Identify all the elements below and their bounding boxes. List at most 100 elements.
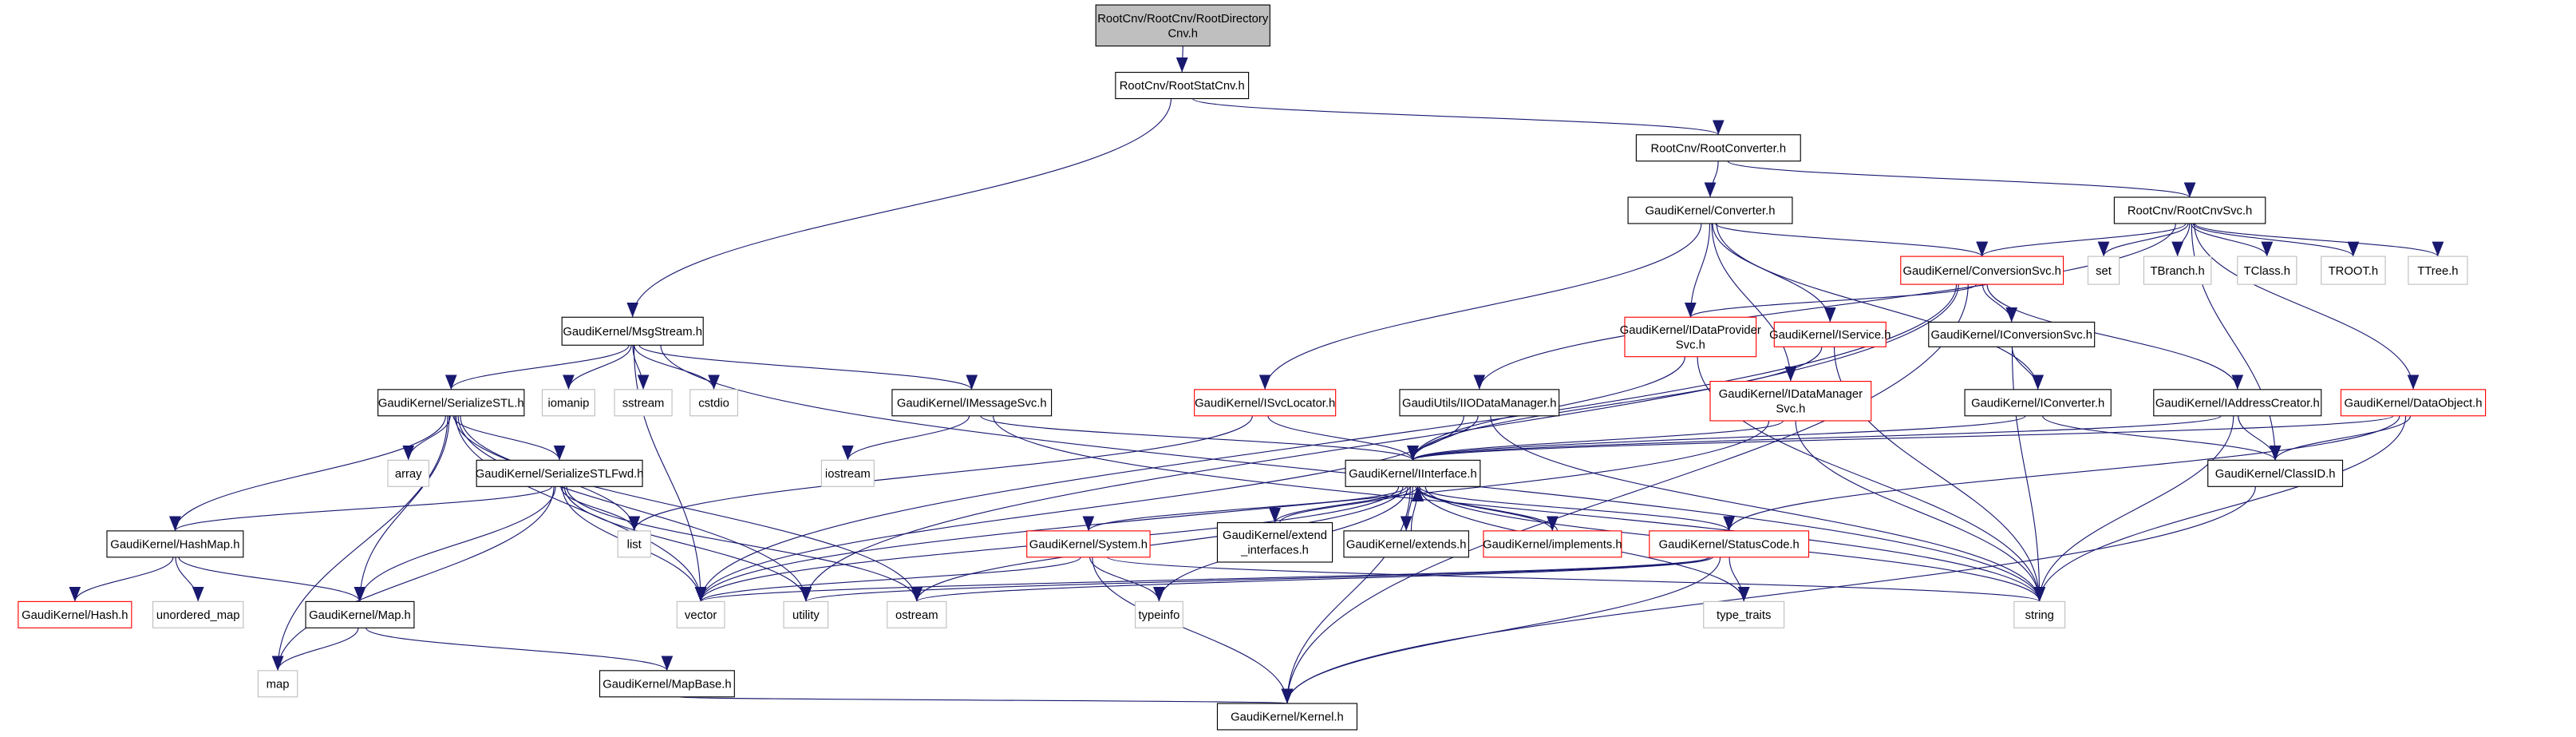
node-label: typeinfo [1138, 609, 1179, 622]
node-tbranch[interactable]: TBranch.h [2143, 256, 2212, 285]
edge-idatamgr-to-vector [694, 420, 1770, 602]
node-iiodm[interactable]: GaudiUtils/IIODataManager.h [1399, 389, 1560, 417]
node-rootcnvsvc[interactable]: RootCnv/RootCnvSvc.h [2113, 196, 2266, 224]
node-ostream[interactable]: ostream [887, 600, 947, 628]
edge-serializestl-to-utility [457, 415, 812, 602]
edge-iinterface-to-kernel [1281, 486, 1411, 704]
node-box [377, 389, 525, 417]
node-vector[interactable]: vector [676, 600, 725, 628]
node-box [257, 670, 298, 698]
edge-serializestl-to-ostream [460, 415, 923, 602]
node-sstream[interactable]: sstream [614, 389, 673, 417]
node-type_traits[interactable]: type_traits [1703, 600, 1785, 628]
node-box [1194, 389, 1337, 417]
edge-serializefwd-to-utility [563, 486, 812, 602]
node-array[interactable]: array [387, 459, 430, 487]
node-box [1483, 530, 1622, 558]
node-box [1627, 196, 1793, 224]
node-label: map [267, 678, 290, 691]
edge-msgstream-to-serializestl [444, 345, 630, 390]
node-label: sstream [622, 397, 665, 410]
node-set[interactable]: set [2087, 256, 2120, 285]
node-box [1343, 530, 1469, 558]
node-statuscode[interactable]: GaudiKernel/StatusCode.h [1649, 530, 1810, 558]
edge-rootcnvsvc-to-set [2097, 223, 2189, 257]
edge-system-to-vector [695, 557, 1081, 602]
node-iconvsvc[interactable]: GaudiKernel/IConversionSvc.h [1928, 321, 2096, 347]
node-label: list [627, 538, 642, 551]
node-conversionsvc[interactable]: GaudiKernel/ConversionSvc.h [1900, 256, 2064, 285]
node-extends[interactable]: GaudiKernel/extends.h [1343, 530, 1469, 558]
edge-conversionsvc-to-idataprov [1685, 283, 1977, 318]
edge-rootcnvsvc-to-tclass [2191, 223, 2274, 257]
edge-rootconv-to-rootcnvsvc [1727, 160, 2195, 198]
edge-serializefwd-to-map [271, 486, 555, 671]
node-msgstream[interactable]: GaudiKernel/MsgStream.h [561, 316, 704, 346]
node-iomanip[interactable]: iomanip [541, 389, 595, 417]
node-hash[interactable]: GaudiKernel/Hash.h [18, 600, 132, 628]
node-hashmap[interactable]: GaudiKernel/HashMap.h [106, 530, 244, 558]
node-unordered_map[interactable]: unordered_map [152, 600, 244, 628]
edge-msgstream-to-cstdio [634, 345, 720, 390]
node-map[interactable]: map [257, 670, 298, 698]
edge-conversionsvc-to-iaddr [1986, 284, 2244, 390]
node-box [689, 389, 738, 417]
edge-iaddr-to-string [2033, 415, 2234, 602]
node-isvclocator[interactable]: GaudiKernel/ISvcLocator.h [1194, 389, 1337, 417]
edge-statuscode-to-utility [800, 557, 1712, 602]
node-iostream[interactable]: iostream [820, 459, 875, 487]
edge-statuscode-to-type_traits [1729, 557, 1750, 602]
node-mapbase[interactable]: GaudiKernel/MapBase.h [599, 670, 735, 698]
node-box [887, 600, 947, 628]
node-box [1635, 134, 1801, 162]
node-converter[interactable]: GaudiKernel/Converter.h [1627, 196, 1793, 224]
node-box [1964, 389, 2112, 417]
node-label: GaudiKernel/SerializeSTLFwd.h [476, 468, 644, 481]
node-iconverter[interactable]: GaudiKernel/IConverter.h [1964, 389, 2112, 417]
edge-iinterface-to-implements [1415, 486, 1559, 532]
node-box [1216, 703, 1358, 731]
node-classid[interactable]: GaudiKernel/ClassID.h [2207, 459, 2344, 487]
node-label: GaudiKernel/Kernel.h [1231, 711, 1344, 724]
edge-iinterface-to-extendif [1269, 486, 1411, 523]
node-label: GaudiKernel/IDataManager [1719, 388, 1863, 401]
node-string[interactable]: string [2013, 600, 2066, 628]
node-troot[interactable]: TROOT.h [2321, 256, 2386, 285]
node-label: TClass.h [2244, 265, 2290, 278]
node-serializestl[interactable]: GaudiKernel/SerializeSTL.h [377, 389, 525, 417]
node-list[interactable]: list [617, 530, 651, 558]
node-rootstat[interactable]: RootCnv/RootStatCnv.h [1115, 72, 1250, 100]
edges-layer [69, 46, 2444, 704]
node-extendif[interactable]: GaudiKernel/extend_interfaces.h [1216, 522, 1333, 563]
node-box [1624, 316, 1757, 358]
node-box [106, 530, 244, 558]
node-box [2153, 389, 2322, 417]
node-cstdio[interactable]: cstdio [689, 389, 738, 417]
node-iservice[interactable]: GaudiKernel/IService.h [1769, 321, 1891, 347]
node-serializefwd[interactable]: GaudiKernel/SerializeSTLFwd.h [476, 459, 644, 487]
node-dataobject[interactable]: GaudiKernel/DataObject.h [2340, 389, 2487, 417]
node-iinterface[interactable]: GaudiKernel/IInterface.h [1345, 459, 1481, 487]
node-system[interactable]: GaudiKernel/System.h [1026, 530, 1151, 558]
node-rootconv[interactable]: RootCnv/RootConverter.h [1635, 134, 1801, 162]
edge-serializestl-to-hashmap [169, 415, 446, 531]
node-box [676, 600, 725, 628]
edge-hashmap-to-hash [69, 557, 174, 602]
node-label: GaudiKernel/HashMap.h [110, 538, 239, 551]
node-label: GaudiUtils/IIODataManager.h [1402, 397, 1556, 410]
node-ttree[interactable]: TTree.h [2408, 256, 2468, 285]
node-map_h[interactable]: GaudiKernel/Map.h [305, 600, 415, 628]
edge-msgstream-to-iomanip [563, 345, 632, 390]
node-implements[interactable]: GaudiKernel/implements.h [1483, 530, 1622, 558]
node-kernel[interactable]: GaudiKernel/Kernel.h [1216, 703, 1358, 731]
node-imessagesvc[interactable]: GaudiKernel/IMessageSvc.h [891, 389, 1053, 417]
node-iaddr[interactable]: GaudiKernel/IAddressCreator.h [2153, 389, 2322, 417]
edge-converter-to-idatamgr [1711, 223, 1797, 382]
node-box [599, 670, 735, 698]
node-utility[interactable]: utility [783, 600, 829, 628]
node-tclass[interactable]: TClass.h [2237, 256, 2297, 285]
node-typeinfo[interactable]: typeinfo [1134, 600, 1183, 628]
